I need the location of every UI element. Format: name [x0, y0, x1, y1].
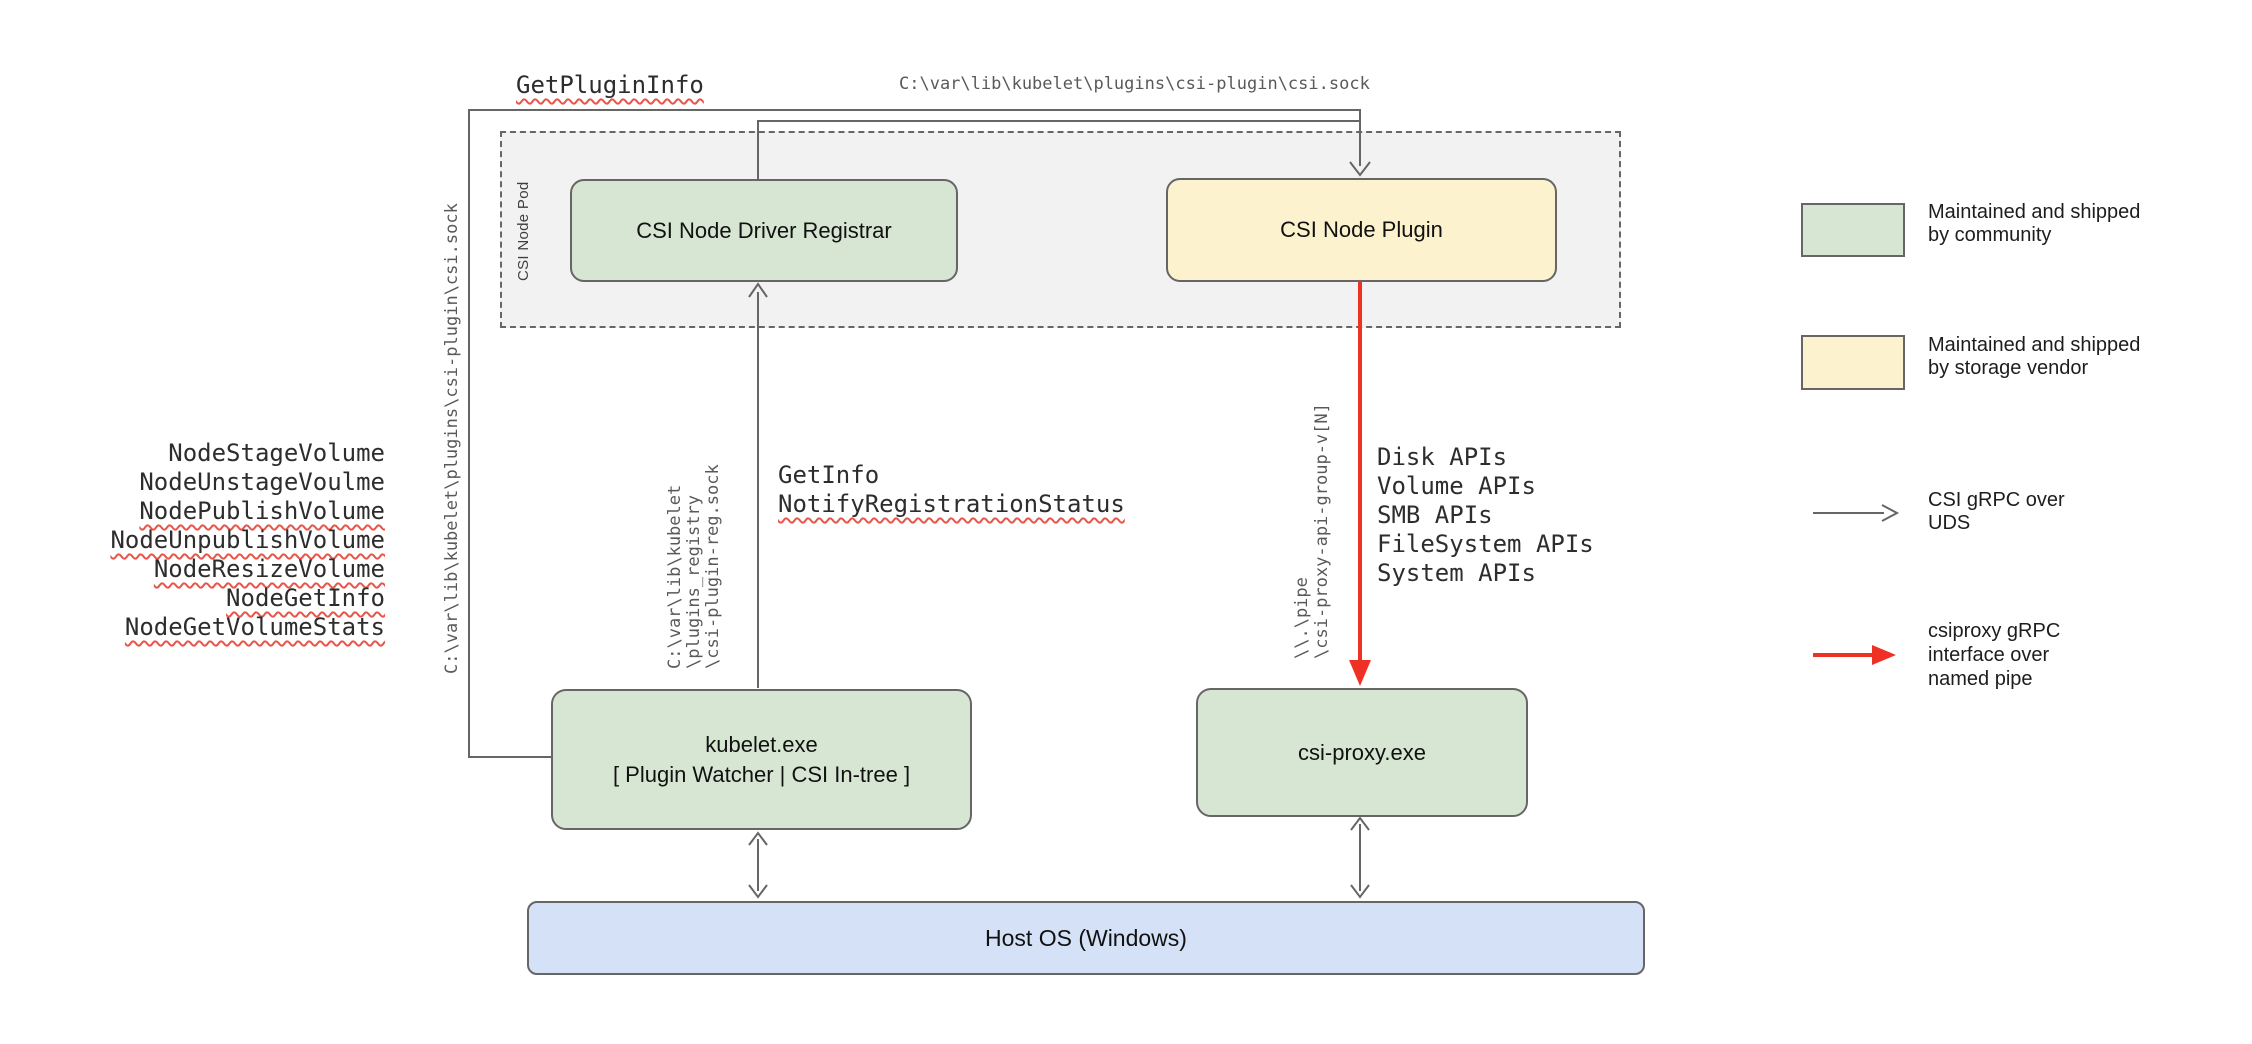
- api-group-list: Disk APIs Volume APIs SMB APIs FileSyste…: [1377, 443, 1594, 588]
- node-call-text: NodeUnstageVoulme: [139, 468, 385, 496]
- csi-node-driver-registrar-label: CSI Node Driver Registrar: [636, 217, 892, 243]
- node-call-text: NodeStageVolume: [168, 439, 385, 467]
- api-group: Volume APIs: [1377, 472, 1536, 500]
- csi-node-plugin-label: CSI Node Plugin: [1280, 217, 1443, 242]
- arrowhead-into-plugin: [1349, 161, 1371, 177]
- legend-community-swatch: [1801, 203, 1905, 257]
- node-call-text: NodePublishVolume: [139, 497, 385, 525]
- csi-node-plugin-box: CSI Node Plugin: [1166, 178, 1557, 282]
- csi-sock-path-left: C:\var\lib\kubelet\plugins\csi-plugin\cs…: [442, 203, 462, 674]
- get-plugin-info-label: GetPluginInfo: [516, 71, 704, 99]
- node-call-text: NodeResizeVolume: [153, 555, 385, 583]
- kubelet-label-line2: [ Plugin Watcher | CSI In-tree ]: [612, 761, 911, 787]
- arrowhead-proxy-host-down: [1350, 884, 1370, 899]
- legend-community-text: Maintained and shipped by community: [1928, 201, 2141, 246]
- node-call: NodeGetInfo: [85, 584, 385, 613]
- edge-kubelet-to-plugin: [468, 109, 1361, 758]
- node-call-text: NodeGetVolumeStats: [124, 613, 385, 641]
- legend-csiproxy-grpc-text: csiproxy gRPC interface over named pipe: [1928, 620, 2061, 690]
- node-call: NodeGetVolumeStats: [85, 613, 385, 642]
- arrowhead-kubelet-host-down: [748, 884, 768, 899]
- arrowhead-into-registrar: [748, 282, 768, 298]
- node-call: NodeUnpublishVolume: [85, 526, 385, 555]
- legend-vendor-swatch: [1801, 335, 1905, 390]
- api-group: System APIs: [1377, 559, 1536, 587]
- legend-red-arrowhead: [1872, 645, 1896, 665]
- notify-registration-status-label: NotifyRegistrationStatus: [778, 490, 1125, 518]
- registry-sock-path: C:\var\lib\kubelet \plugins_registry \cs…: [665, 464, 723, 669]
- kubelet-label-line1: kubelet.exe: [705, 731, 818, 757]
- arrowhead-into-proxy-red: [1349, 660, 1371, 686]
- csi-node-driver-registrar-box: CSI Node Driver Registrar: [570, 179, 958, 282]
- node-call-text: NodeGetInfo: [226, 584, 385, 612]
- named-pipe-path: \\.\pipe \csi-proxy-api-group-v[N]: [1292, 403, 1332, 659]
- csi-proxy-label: csi-proxy.exe: [1298, 739, 1426, 765]
- api-group: Disk APIs: [1377, 443, 1508, 471]
- api-group: SMB APIs: [1377, 501, 1493, 529]
- host-os-box: Host OS (Windows): [527, 901, 1645, 975]
- get-info-label: GetInfo: [778, 461, 880, 489]
- api-group: FileSystem APIs: [1377, 530, 1594, 558]
- legend-gray-arrowhead: [1881, 504, 1900, 522]
- csi-proxy-box: csi-proxy.exe: [1196, 688, 1528, 817]
- node-call: NodePublishVolume: [85, 497, 385, 526]
- edge-registrar-to-plugin: [757, 120, 1360, 180]
- node-call-text: NodeUnpublishVolume: [110, 526, 385, 554]
- csi-sock-path-top: C:\var\lib\kubelet\plugins\csi-plugin\cs…: [899, 74, 1370, 94]
- legend-vendor-text: Maintained and shipped by storage vendor: [1928, 334, 2141, 379]
- csi-node-pod-label: CSI Node Pod: [515, 181, 532, 282]
- legend-csi-grpc-text: CSI gRPC over UDS: [1928, 489, 2065, 534]
- host-os-label: Host OS (Windows): [985, 925, 1187, 951]
- node-call-list: NodeStageVolume NodeUnstageVoulme NodePu…: [85, 439, 385, 642]
- arrowhead-kubelet-host-up: [748, 831, 768, 846]
- node-call: NodeStageVolume: [85, 439, 385, 468]
- kubelet-box: kubelet.exe [ Plugin Watcher | CSI In-tr…: [551, 689, 972, 830]
- arrowhead-proxy-host-up: [1350, 816, 1370, 831]
- node-call: NodeResizeVolume: [85, 555, 385, 584]
- node-call: NodeUnstageVoulme: [85, 468, 385, 497]
